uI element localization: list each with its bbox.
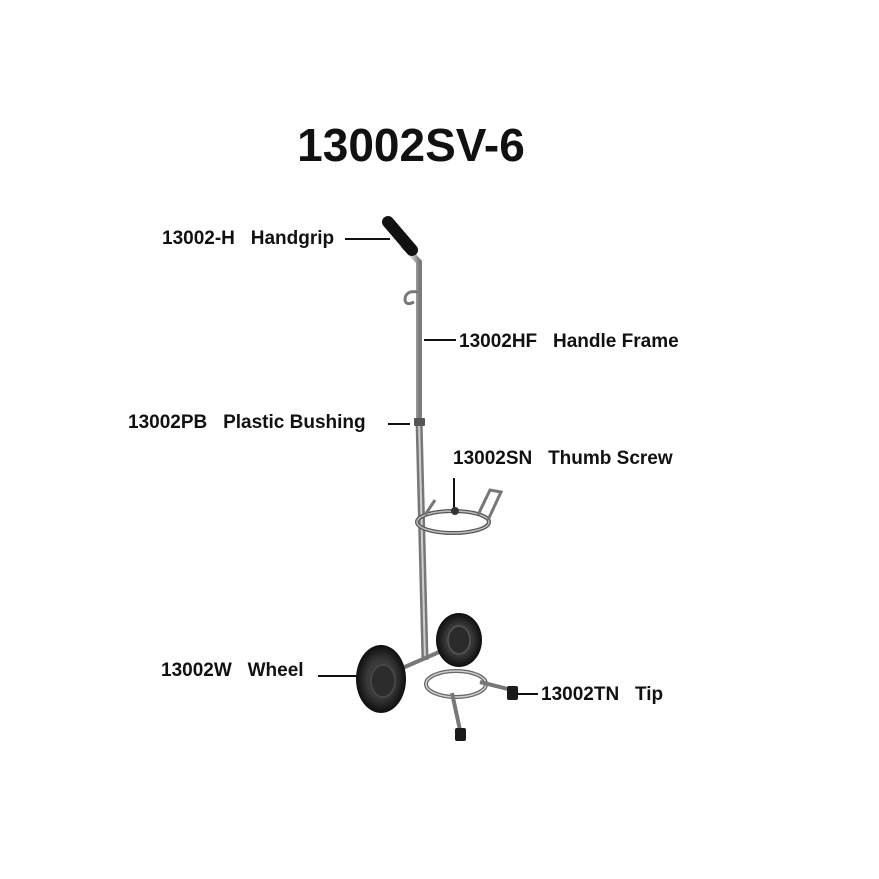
base-ring xyxy=(424,669,513,731)
label-wheel: 13002W Wheel xyxy=(161,660,304,682)
part-name: Wheel xyxy=(247,660,304,681)
wheel xyxy=(356,645,406,713)
part-code: 13002SN xyxy=(453,448,533,469)
part-code: 13002PB xyxy=(128,412,208,433)
label-handle-frame: 13002HF Handle Frame xyxy=(459,331,679,353)
label-thumb-screw: 13002SN Thumb Screw xyxy=(453,448,673,470)
part-name: Thumb Screw xyxy=(548,448,673,469)
diagram-title: 13002SV-6 xyxy=(297,119,525,171)
part-code: 13002W xyxy=(161,660,232,681)
label-plastic-bushing: 13002PB Plastic Bushing xyxy=(128,412,366,434)
part-code: 13002TN xyxy=(541,684,620,705)
label-tip: 13002TN Tip xyxy=(541,684,663,706)
handle-frame xyxy=(401,243,429,661)
thumb-screw xyxy=(451,507,459,515)
cylinder-ring-holder xyxy=(415,488,504,535)
label-handgrip: 13002-H Handgrip xyxy=(162,228,334,250)
tip xyxy=(455,686,518,741)
part-name: Handle Frame xyxy=(553,331,679,352)
handgrip xyxy=(382,216,418,256)
part-name: Tip xyxy=(635,684,664,705)
part-code: 13002HF xyxy=(459,331,538,352)
part-code: 13002-H xyxy=(162,228,235,249)
rear-wheel xyxy=(436,613,482,667)
plastic-bushing xyxy=(414,418,425,426)
part-name: Plastic Bushing xyxy=(223,412,366,433)
part-name: Handgrip xyxy=(250,228,335,249)
